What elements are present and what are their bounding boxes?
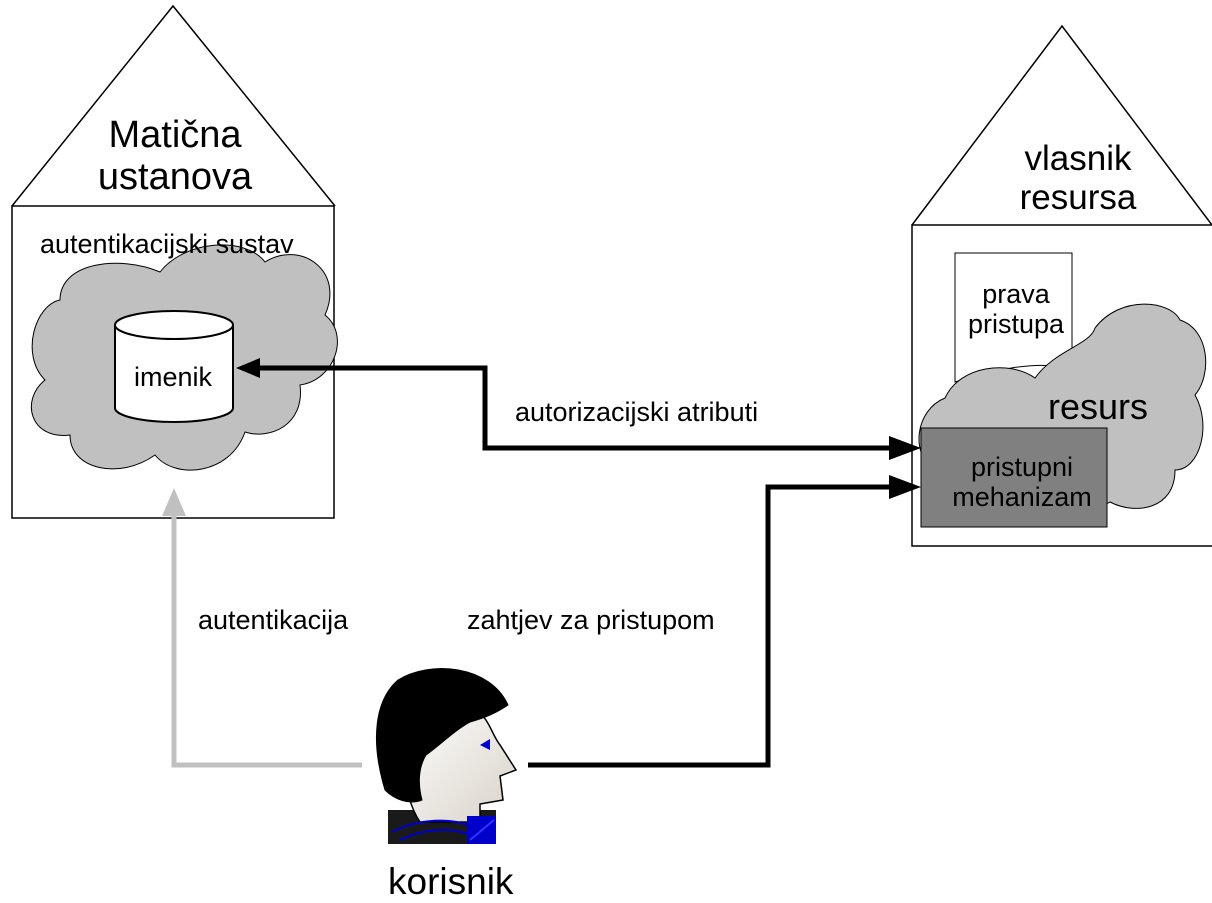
home-institution-roof: [11, 4, 336, 207]
arrowhead-to-access-mechanism: [889, 436, 921, 460]
directory-database: [114, 310, 234, 423]
access-rights-line2: pristupa: [967, 308, 1065, 339]
authorization-attributes-label: autorizacijski atributi: [515, 397, 759, 427]
user-collar: [391, 819, 471, 833]
access-rights-line1: prava: [982, 279, 1050, 309]
arrowhead-to-directory: [236, 358, 260, 378]
arrowhead-to-access-mechanism-request: [889, 475, 921, 499]
access-request-flow: [528, 475, 921, 768]
access-rights-label: prava pristupa: [960, 279, 1072, 339]
auth-system-label: autentikacijski sustav: [40, 229, 294, 259]
authorization-attributes-flow: [236, 358, 921, 460]
resource-label: resurs: [1048, 386, 1149, 427]
authentication-flow: [162, 488, 362, 768]
resource-owner-title: vlasnik resursa: [988, 139, 1168, 217]
user-label: korisnik: [388, 861, 514, 902]
user-eye: [480, 739, 490, 750]
resource-owner-title-line1: vlasnik: [1024, 139, 1132, 178]
resource-owner-roof: [911, 24, 1212, 226]
access-mechanism-line2: mehanizam: [952, 481, 1092, 512]
arrowhead-to-auth-system: [162, 488, 186, 516]
home-institution-title-line1: Matična: [108, 114, 242, 156]
user-figure: [376, 668, 518, 844]
authentication-label: autentikacija: [198, 605, 349, 635]
home-institution-title: Matična ustanova: [75, 114, 275, 199]
resource-owner-title-line2: resursa: [1019, 177, 1137, 217]
access-mechanism-line1: pristupni: [970, 452, 1074, 482]
directory-label: imenik: [134, 362, 213, 392]
access-mechanism-label: pristupni mehanizam: [922, 452, 1122, 512]
access-mechanism-box: [920, 427, 1108, 528]
access-request-label: zahtjev za pristupom: [467, 605, 715, 635]
home-institution-title-line2: ustanova: [97, 155, 253, 198]
user-hair: [376, 668, 509, 803]
